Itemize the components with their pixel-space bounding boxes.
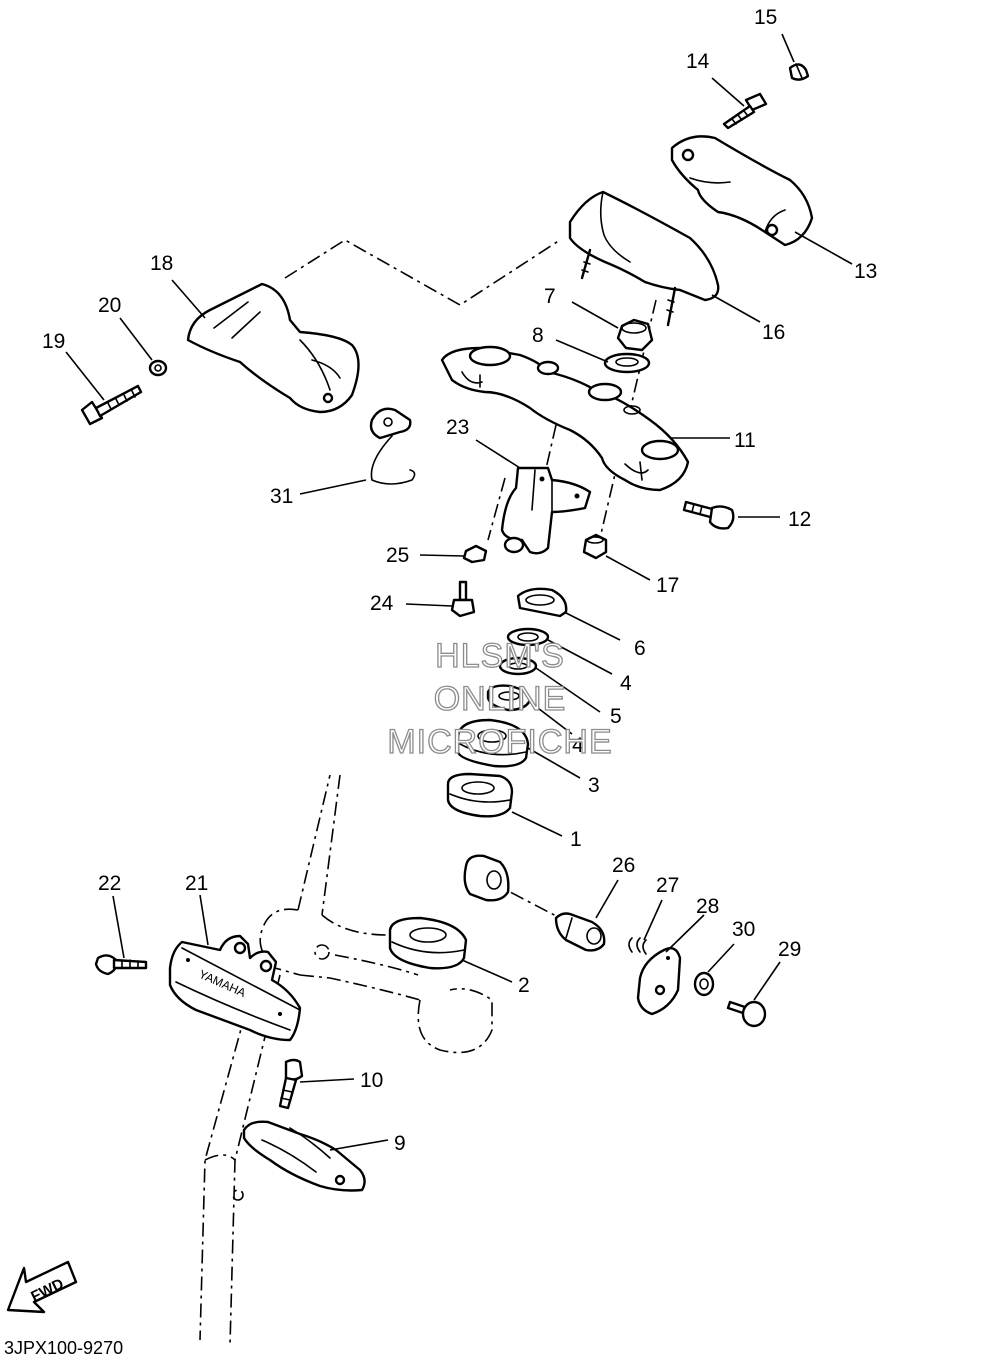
part-20-nut (148, 359, 168, 377)
part-6-ring-nut (516, 587, 568, 618)
callout-6: 6 (634, 637, 646, 660)
part-19-bolt (80, 384, 143, 426)
callout-16: 16 (762, 321, 785, 344)
callout-22: 22 (98, 872, 121, 895)
callout-10: 10 (360, 1069, 383, 1092)
watermark-line-2: ONLINE (434, 680, 567, 718)
callout-4-lower: 4 (572, 734, 584, 757)
fwd-arrow-icon: FWD (6, 1260, 78, 1314)
part-18-cover (186, 282, 360, 414)
part-28-plate (636, 947, 682, 1016)
callout-4-upper: 4 (620, 672, 632, 695)
callout-29: 29 (778, 938, 801, 961)
part-9-cover (242, 1120, 366, 1192)
callout-28: 28 (696, 895, 719, 918)
callout-3: 3 (588, 774, 600, 797)
part-29-bolt (726, 1000, 767, 1028)
part-3-bearing-race (456, 718, 530, 768)
part-4-upper-washer (506, 627, 550, 647)
part-10-bolt (278, 1058, 304, 1110)
callout-18: 18 (150, 252, 173, 275)
part-25-nut (462, 544, 488, 564)
callout-1: 1 (570, 828, 582, 851)
watermark-line-3: MICROFICHE (387, 723, 612, 761)
part-30-washer (693, 971, 715, 997)
part-21-under-bracket: YAMAHA (168, 934, 302, 1042)
callout-17: 17 (656, 574, 679, 597)
part-26-joint (554, 912, 606, 952)
callout-15: 15 (754, 6, 777, 29)
callout-labels: 15 14 13 16 18 20 19 7 8 11 23 31 12 25 … (42, 6, 877, 1155)
part-15-bolt (788, 63, 810, 81)
callout-14: 14 (686, 50, 710, 73)
callout-2: 2 (518, 974, 530, 997)
callout-20: 20 (98, 294, 121, 317)
callout-31: 31 (270, 485, 293, 508)
part-7-nut (616, 318, 654, 352)
part-17-nut (582, 533, 608, 560)
callout-30: 30 (732, 918, 755, 941)
part-11-upper-bracket (440, 345, 690, 492)
part-8-washer (603, 352, 651, 374)
part-5-ring (498, 656, 538, 676)
part-12-bolt (682, 500, 735, 530)
callout-19: 19 (42, 330, 65, 353)
watermark-line-1: HLSM'S (435, 637, 565, 675)
callout-24: 24 (370, 592, 394, 615)
callout-11: 11 (734, 429, 756, 452)
callout-8: 8 (532, 324, 544, 347)
callout-23: 23 (446, 416, 469, 439)
callout-25: 25 (386, 544, 409, 567)
part-16-holder (568, 190, 720, 327)
callout-27: 27 (656, 874, 679, 897)
callout-26: 26 (612, 854, 635, 877)
part-14-bolt (722, 92, 768, 130)
part-4-lower-washer (486, 684, 532, 712)
part-27-circlip (628, 937, 647, 955)
part-24-bolt (450, 580, 476, 618)
callout-21: 21 (185, 872, 208, 895)
part-31-clip (369, 407, 416, 485)
callout-13: 13 (854, 260, 877, 283)
diagram-code: 3JPX100-9270 (4, 1338, 123, 1358)
part-1-bearing (446, 772, 514, 818)
callout-7: 7 (544, 285, 556, 308)
part-13-handlebar-holder (670, 135, 814, 247)
callout-9: 9 (394, 1132, 406, 1155)
damper-bushing (463, 854, 510, 902)
callout-12: 12 (788, 508, 811, 531)
watermark: HLSM'S ONLINE MICROFICHE (387, 636, 613, 761)
part-2-bearing (388, 916, 468, 970)
part-22-bolt (94, 954, 148, 976)
callout-5: 5 (610, 705, 622, 728)
leader-lines (65, 33, 853, 1151)
part-23-bracket (500, 466, 592, 555)
